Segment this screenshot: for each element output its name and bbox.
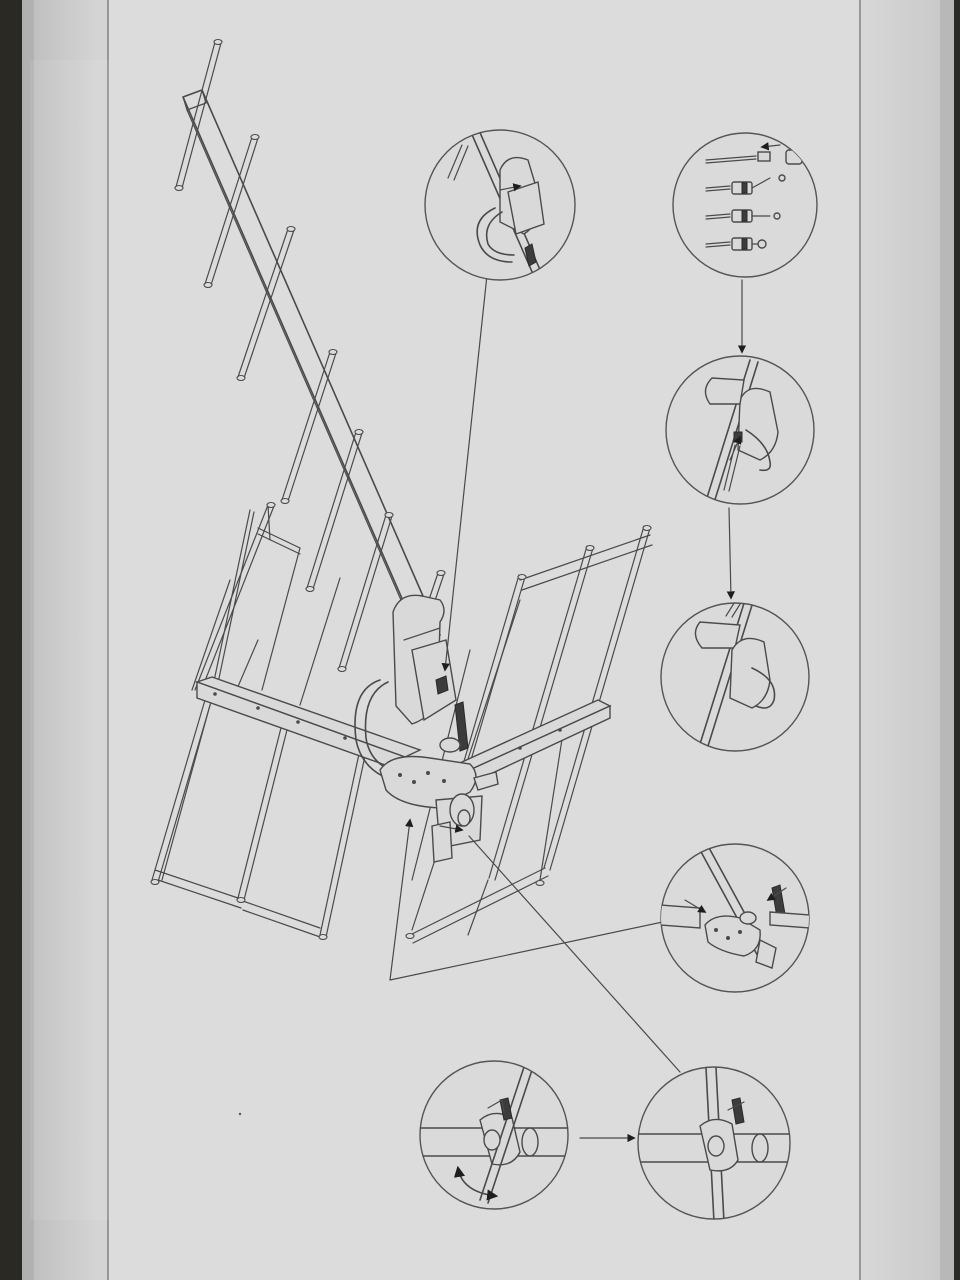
balun-housing	[354, 594, 457, 781]
callout-lines	[389, 274, 681, 1073]
mast-mount-hub	[379, 701, 499, 863]
balun-clip-detail	[424, 129, 576, 281]
mast-clamp-fixed-detail	[637, 1066, 791, 1220]
balun-connection-detail	[665, 355, 815, 505]
balun-closed-icon	[694, 603, 776, 751]
reflector-tips-left	[150, 501, 328, 941]
antenna-main-view	[150, 38, 681, 1073]
reflector-screen-left	[151, 504, 369, 939]
balun-connector-icon	[699, 359, 779, 504]
box-edge-left	[22, 0, 34, 1280]
coax-connector-prep-detail	[672, 132, 818, 278]
fixed-clamp-icon	[638, 1067, 790, 1219]
wrap-sheen	[30, 60, 110, 1220]
arrow-connect-to-close	[726, 507, 736, 600]
reflector-crossbar	[194, 676, 422, 773]
coax-connector-icon	[705, 142, 803, 251]
box-edge-right	[940, 0, 954, 1280]
balun-clip-icon	[447, 130, 549, 280]
reflector-mount-detail	[660, 843, 810, 993]
rotate-clamp-icon	[420, 1063, 568, 1204]
reflector-tips-right	[405, 524, 652, 940]
reflector-mount-icon	[661, 845, 809, 969]
balun-closed-detail	[660, 602, 810, 752]
mast-clamp-rotate-detail	[419, 1060, 569, 1210]
print-speck	[238, 1112, 242, 1116]
director-elements	[174, 38, 446, 673]
